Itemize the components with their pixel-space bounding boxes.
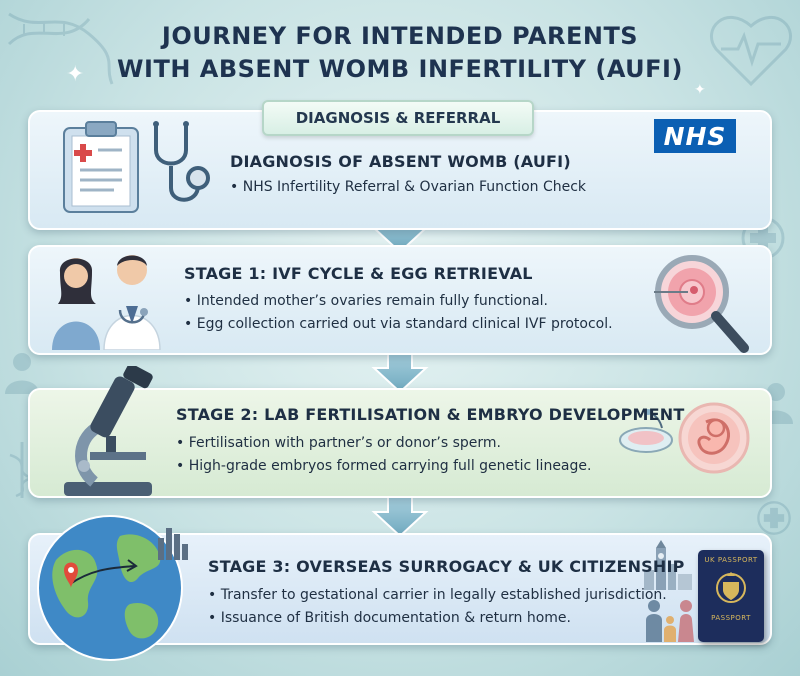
list-item: Egg collection carried out via standard … — [184, 313, 613, 336]
sparkle-icon: ✦ — [694, 82, 706, 98]
egg-magnifier-icon — [654, 255, 749, 353]
list-item: Issuance of British documentation & retu… — [208, 607, 667, 630]
list-item: Transfer to gestational carrier in legal… — [208, 584, 667, 607]
stage-heading: STAGE 2: LAB FERTILISATION & EMBRYO DEVE… — [176, 405, 685, 424]
stage-bullets: Transfer to gestational carrier in legal… — [208, 584, 667, 630]
stage-bullets: NHS Infertility Referral & Ovarian Funct… — [230, 176, 586, 199]
stage-card-diagnosis — [28, 110, 772, 230]
stage-heading: STAGE 1: IVF CYCLE & EGG RETRIEVAL — [184, 264, 533, 283]
sparkle-icon: ✦ — [66, 62, 85, 87]
embryo-icon — [678, 402, 750, 474]
stethoscope-icon — [153, 121, 210, 202]
list-item: NHS Infertility Referral & Ovarian Funct… — [230, 176, 586, 199]
stage-bullets: Fertilisation with partner’s or donor’s … — [176, 432, 592, 478]
passport-icon: UK PASSPORT PASSPORT — [698, 550, 764, 642]
stage-bullets: Intended mother’s ovaries remain fully f… — [184, 290, 613, 336]
title-line-1: JOURNEY FOR INTENDED PARENTS — [161, 22, 639, 50]
petri-dish-icon — [619, 409, 673, 453]
microscope-icon — [64, 366, 153, 496]
section-banner: DIAGNOSIS & REFERRAL — [262, 100, 534, 136]
passport-top-text: UK PASSPORT — [704, 556, 758, 564]
list-item: Intended mother’s ovaries remain fully f… — [184, 290, 613, 313]
page-title: JOURNEY FOR INTENDED PARENTS WITH ABSENT… — [0, 20, 800, 86]
list-item: High-grade embryos formed carrying full … — [176, 455, 592, 478]
banner-label: DIAGNOSIS & REFERRAL — [295, 109, 501, 127]
stage-heading: STAGE 3: OVERSEAS SURROGACY & UK CITIZEN… — [208, 557, 685, 576]
couple-with-doctor-icon — [52, 255, 161, 350]
list-item: Fertilisation with partner’s or donor’s … — [176, 432, 591, 455]
globe-icon — [37, 515, 188, 661]
passport-bottom-text: PASSPORT — [711, 614, 751, 622]
dna-helix-icon — [7, 12, 114, 85]
title-line-2: WITH ABSENT WOMB INFERTILITY (AUFI) — [117, 55, 683, 83]
medical-cross-icon — [757, 501, 791, 535]
crest-icon — [716, 572, 746, 603]
nhs-logo: NHS — [654, 119, 736, 153]
london-skyline-icon — [644, 540, 692, 590]
heart-rate-icon — [709, 15, 793, 87]
clipboard-icon — [63, 121, 139, 213]
stage-heading: DIAGNOSIS OF ABSENT WOMB (AUFI) — [230, 152, 571, 171]
